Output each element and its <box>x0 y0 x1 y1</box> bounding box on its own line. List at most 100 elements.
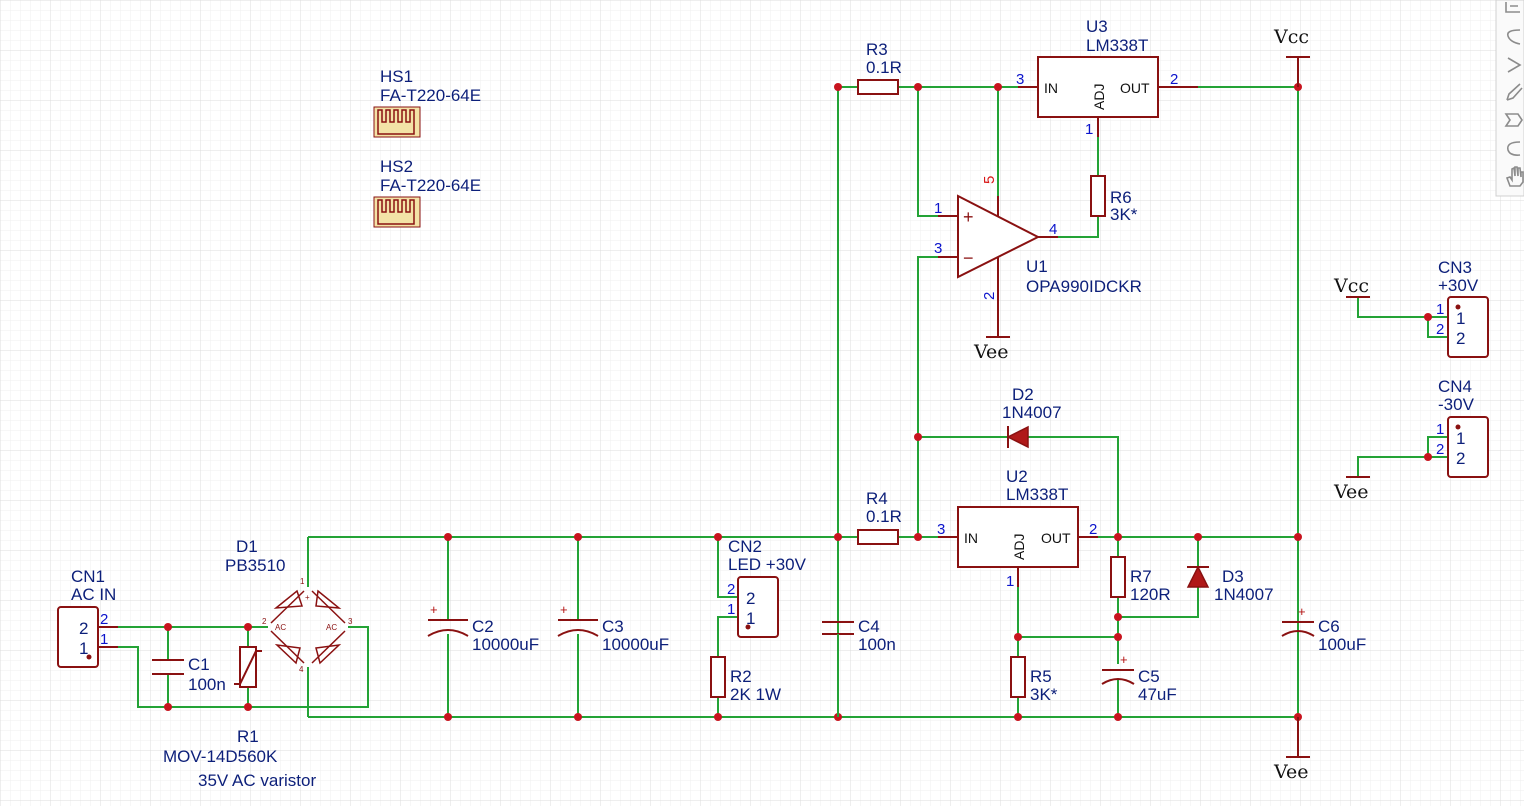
arc-tool-icon[interactable] <box>1500 138 1521 158</box>
cn4-pin1-number: 1 <box>1436 421 1444 438</box>
cn2-ref: CN2 <box>728 537 762 556</box>
d1-pin2-number: 2 <box>262 617 267 626</box>
tool-palette <box>1495 0 1524 197</box>
cn3-inner-2: 2 <box>1456 329 1465 348</box>
r5-value: 3K* <box>1030 685 1058 704</box>
power-vee-u1[interactable]: Vee <box>973 336 1010 363</box>
connector-cn2[interactable]: CN2 LED +30V 2 1 2 1 <box>727 537 807 638</box>
c6-polarity-mark: + <box>1298 604 1306 619</box>
bus-tool-icon[interactable] <box>1500 26 1521 46</box>
power-vcc-cn3[interactable]: Vcc <box>1333 275 1370 298</box>
u3-adj-label: ADJ <box>1091 84 1107 110</box>
cn4-inner-2: 2 <box>1456 449 1465 468</box>
resistor-r5[interactable]: R5 3K* <box>1010 656 1058 704</box>
cn1-inner-2: 2 <box>79 619 88 638</box>
cn4-inner-1: 1 <box>1456 429 1465 448</box>
capacitor-c3[interactable]: + C3 10000uF <box>557 602 669 654</box>
resistor-r4[interactable]: R4 0.1R <box>857 489 902 545</box>
capacitor-c6[interactable]: + C6 100uF <box>1281 604 1366 654</box>
u2-pin3-number: 3 <box>937 521 945 538</box>
r1-ref: R1 <box>237 727 259 746</box>
r7-ref: R7 <box>1130 567 1152 586</box>
cn1-pin1-number: 1 <box>100 631 108 648</box>
bridge-rectifier-d1[interactable]: D1 PB3510 1 2 3 4 AC AC + <box>225 537 353 674</box>
vee-net-label: Vee <box>973 341 1008 363</box>
u2-value: LM338T <box>1006 485 1068 504</box>
cn4-pin2-number: 2 <box>1436 441 1444 458</box>
u1-pin1-number: 1 <box>934 200 942 217</box>
d3-ref: D3 <box>1222 567 1244 586</box>
hs2-ref: HS2 <box>380 157 413 176</box>
u2-in-label: IN <box>964 530 978 546</box>
vcc-net-label: Vcc <box>1273 26 1309 48</box>
cn1-inner-1: 1 <box>79 639 88 658</box>
u2-pin2-number: 2 <box>1089 521 1097 538</box>
wires <box>118 86 1448 718</box>
diode-d3[interactable]: D3 1N4007 <box>1186 565 1274 604</box>
diode-d2[interactable]: D2 1N4007 <box>1002 385 1062 449</box>
cn2-pin2-number: 2 <box>727 581 735 598</box>
c2-polarity-mark: + <box>430 602 438 617</box>
r2-ref: R2 <box>730 667 752 686</box>
u1-pin4-number: 4 <box>1049 221 1057 238</box>
u3-value: LM338T <box>1086 36 1148 55</box>
cn1-value: AC IN <box>71 585 116 604</box>
c2-ref: C2 <box>472 617 494 636</box>
connector-cn1[interactable]: CN1 AC IN 2 1 2 1 <box>57 567 118 668</box>
d1-ac-right-label: AC <box>326 623 337 632</box>
u1-pin5-number: 5 <box>981 176 998 184</box>
resistor-r2[interactable]: R2 2K 1W <box>710 656 781 704</box>
cn2-inner-1: 1 <box>746 609 755 628</box>
r1-value: MOV-14D560K <box>163 747 278 766</box>
c2-value: 10000uF <box>472 635 539 654</box>
cn1-pin2-number: 2 <box>100 611 108 628</box>
resistor-r3[interactable]: R3 0.1R <box>857 40 902 95</box>
u1-minus-sign: − <box>963 248 974 268</box>
netlabel-tool-icon[interactable] <box>1500 110 1523 130</box>
cn2-inner-2: 2 <box>746 589 755 608</box>
power-vcc-top[interactable]: Vcc <box>1273 26 1310 87</box>
u1-pin2-number: 2 <box>981 292 998 300</box>
power-vee-cn4[interactable]: Vee <box>1333 476 1370 503</box>
wire-tool-icon[interactable] <box>1500 0 1520 20</box>
capacitor-c2[interactable]: + C2 10000uF <box>427 602 539 654</box>
connector-cn4[interactable]: CN4 -30V 1 2 1 2 <box>1436 377 1489 478</box>
u1-value: OPA990IDCKR <box>1026 277 1142 296</box>
c3-ref: C3 <box>602 617 624 636</box>
pencil-icon[interactable] <box>1500 82 1523 102</box>
heatsink-hs2[interactable]: HS2 FA-T220-64E <box>373 157 481 228</box>
cn4-ref: CN4 <box>1438 377 1472 396</box>
resistor-r7[interactable]: R7 120R <box>1110 556 1171 604</box>
u3-in-label: IN <box>1044 80 1058 96</box>
regulator-u3[interactable]: U3 LM338T 3 2 1 IN OUT ADJ <box>1016 17 1198 138</box>
r2-value: 2K 1W <box>730 685 781 704</box>
capacitor-c1[interactable]: C1 100n <box>152 655 226 694</box>
d3-value: 1N4007 <box>1214 585 1274 604</box>
u3-out-label: OUT <box>1120 80 1150 96</box>
u1-ref: U1 <box>1026 257 1048 276</box>
opamp-u1[interactable]: + − 1 3 4 5 2 U1 OPA990IDCKR <box>934 176 1142 337</box>
u1-plus-sign: + <box>963 207 974 227</box>
hand-pan-icon[interactable] <box>1500 166 1524 188</box>
netflag-tool-icon[interactable] <box>1500 54 1522 74</box>
heatsink-icon <box>373 196 421 228</box>
d1-ac-left-label: AC <box>275 623 286 632</box>
u2-pin1-number: 1 <box>1006 573 1014 590</box>
varistor-r1[interactable]: R1 MOV-14D560K 35V AC varistor <box>163 646 316 790</box>
r7-value: 120R <box>1130 585 1171 604</box>
power-vee-bottom[interactable]: Vee <box>1273 717 1310 783</box>
c6-ref: C6 <box>1318 617 1340 636</box>
regulator-u2[interactable]: U2 LM338T 3 2 1 IN OUT ADJ <box>937 467 1098 590</box>
capacitor-c5[interactable]: + C5 47uF <box>1101 652 1177 704</box>
u3-pin3-number: 3 <box>1016 71 1024 88</box>
resistor-r6[interactable]: R6 3K* <box>1090 175 1138 224</box>
c4-value: 100n <box>858 635 896 654</box>
c4-ref: C4 <box>858 617 880 636</box>
vcc-net-label: Vcc <box>1333 275 1369 297</box>
connector-cn3[interactable]: CN3 +30V 1 2 1 2 <box>1436 258 1489 358</box>
capacitor-c4[interactable]: C4 100n <box>822 617 896 717</box>
cn3-value: +30V <box>1438 276 1479 295</box>
cn3-pin1-number: 1 <box>1436 301 1444 318</box>
heatsink-hs1[interactable]: HS1 FA-T220-64E <box>373 67 481 138</box>
